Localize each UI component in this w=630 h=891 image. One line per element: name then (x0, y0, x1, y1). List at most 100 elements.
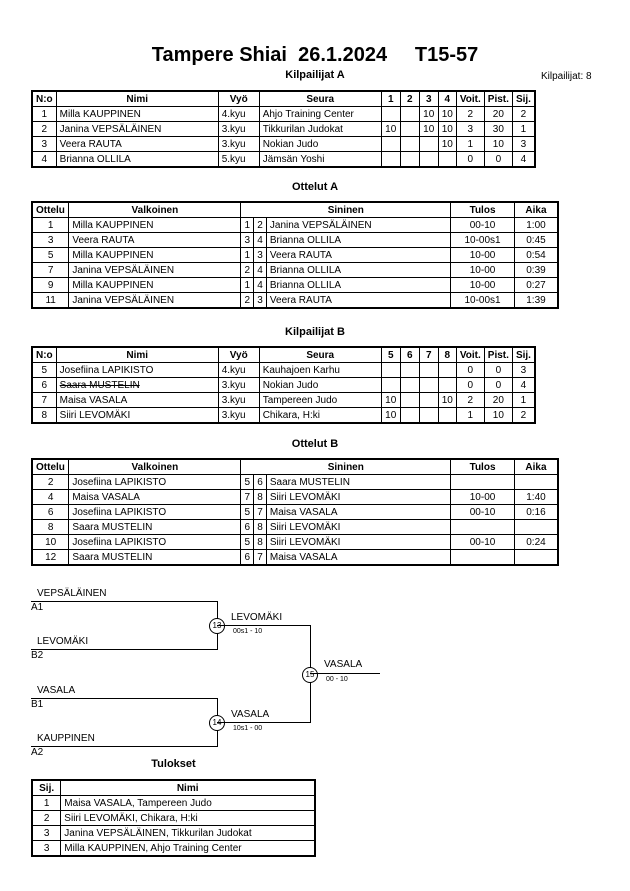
bracket-sf2-score: 10s1 - 00 (233, 725, 263, 732)
blue-number: 4 (253, 277, 267, 293)
score-cell (399, 136, 420, 152)
score-cell (437, 362, 457, 378)
result-place: 1 (31, 795, 62, 811)
competitor-name: Milla KAUPPINEN (55, 106, 219, 122)
score-cell (399, 377, 420, 393)
competitor-club: Tikkurilan Judokat (258, 121, 382, 137)
blue-number: 8 (253, 534, 267, 550)
column-header: Nimi (55, 90, 219, 107)
match-number: 2 (31, 474, 70, 490)
points-cell: 20 (483, 392, 513, 408)
match-number: 3 (31, 232, 70, 248)
column-header: N:o (31, 346, 57, 363)
blue-competitor: Siiri LEVOMÄKI (265, 519, 452, 535)
column-header: Nimi (55, 346, 219, 363)
column-header: 2 (399, 90, 420, 107)
matches-b-title: Ottelut B (291, 438, 339, 450)
column-header: Seura (258, 346, 382, 363)
match-result: 10-00s1 (450, 232, 515, 248)
wins-cell: 1 (455, 407, 485, 424)
score-cell (399, 106, 420, 122)
score-cell: 10 (437, 106, 457, 122)
pool-b-title: Kilpailijat B (285, 326, 345, 338)
score-cell (380, 106, 401, 122)
col-white: Valkoinen (68, 458, 242, 475)
column-header: Voit. (455, 90, 485, 107)
competitor-belt: 3.kyu (217, 407, 260, 424)
results-header-row: Sij.Nimi (31, 779, 316, 796)
column-header: Voit. (455, 346, 485, 363)
bracket-sf2-winner: VASALA (231, 709, 270, 720)
competitor-number: 7 (31, 392, 57, 408)
blue-competitor: Maisa VASALA (265, 504, 452, 520)
competitor-name: Saara MUSTELIN (55, 377, 219, 393)
bracket-sf1-winner: LEVOMÄKI (231, 612, 283, 623)
match-number: 8 (31, 519, 70, 535)
column-header: 4 (437, 90, 457, 107)
competitor-belt: 3.kyu (217, 136, 260, 152)
competitor-belt: 3.kyu (217, 121, 260, 137)
column-header: Vyö (217, 346, 260, 363)
white-competitor: Janina VEPSÄLÄINEN (68, 292, 242, 309)
place-cell: 2 (511, 407, 536, 424)
place-cell: 1 (511, 392, 536, 408)
competitor-club: Nokian Judo (258, 377, 382, 393)
bracket-sf2-top-name: VASALA (37, 685, 76, 696)
score-cell: 10 (380, 407, 401, 424)
place-cell: 4 (511, 377, 536, 393)
white-number: 5 (240, 474, 255, 490)
match-time (513, 474, 559, 490)
match-number: 1 (31, 217, 70, 233)
competitor-club: Tampereen Judo (258, 392, 382, 408)
column-header: Seura (258, 90, 382, 107)
match-result (450, 474, 515, 490)
blue-number: 7 (253, 549, 267, 566)
bracket-line (310, 673, 380, 674)
score-cell (418, 362, 439, 378)
match-result: 10-00s1 (450, 292, 515, 309)
blue-competitor: Veera RAUTA (265, 292, 452, 309)
score-cell (399, 121, 420, 137)
bracket-line (31, 649, 217, 650)
result-name: Milla KAUPPINEN, Ahjo Training Center (60, 840, 316, 857)
blue-competitor: Brianna OLLILA (265, 277, 452, 293)
bracket-sf1-bottom-name: LEVOMÄKI (37, 636, 89, 647)
white-competitor: Milla KAUPPINEN (68, 247, 242, 263)
points-cell: 20 (483, 106, 513, 122)
white-competitor: Josefiina LAPIKISTO (68, 504, 242, 520)
match-number: 7 (31, 262, 70, 278)
points-cell: 30 (483, 121, 513, 137)
blue-number: 4 (253, 262, 267, 278)
bracket-line (31, 746, 217, 747)
score-cell (418, 151, 439, 168)
col-time: Aika (513, 201, 559, 218)
blue-number: 7 (253, 504, 267, 520)
blue-number: 2 (253, 217, 267, 233)
bracket-sf2-top-seed: B1 (31, 699, 44, 710)
wins-cell: 1 (455, 136, 485, 152)
bracket-sf1-match-number: 13 (209, 618, 225, 634)
results-title: Tulokset (151, 758, 196, 770)
col-blue: Sininen (240, 458, 452, 475)
col-white: Valkoinen (68, 201, 242, 218)
bracket-sf1-score: 00s1 - 10 (233, 628, 263, 635)
column-header: 5 (380, 346, 401, 363)
competitor-name: Josefiina LAPIKISTO (55, 362, 219, 378)
score-cell: 10 (418, 106, 439, 122)
match-result: 00-10 (450, 534, 515, 550)
blue-competitor: Maisa VASALA (265, 549, 452, 566)
score-cell (418, 136, 439, 152)
match-result: 00-10 (450, 217, 515, 233)
white-competitor: Saara MUSTELIN (68, 549, 242, 566)
